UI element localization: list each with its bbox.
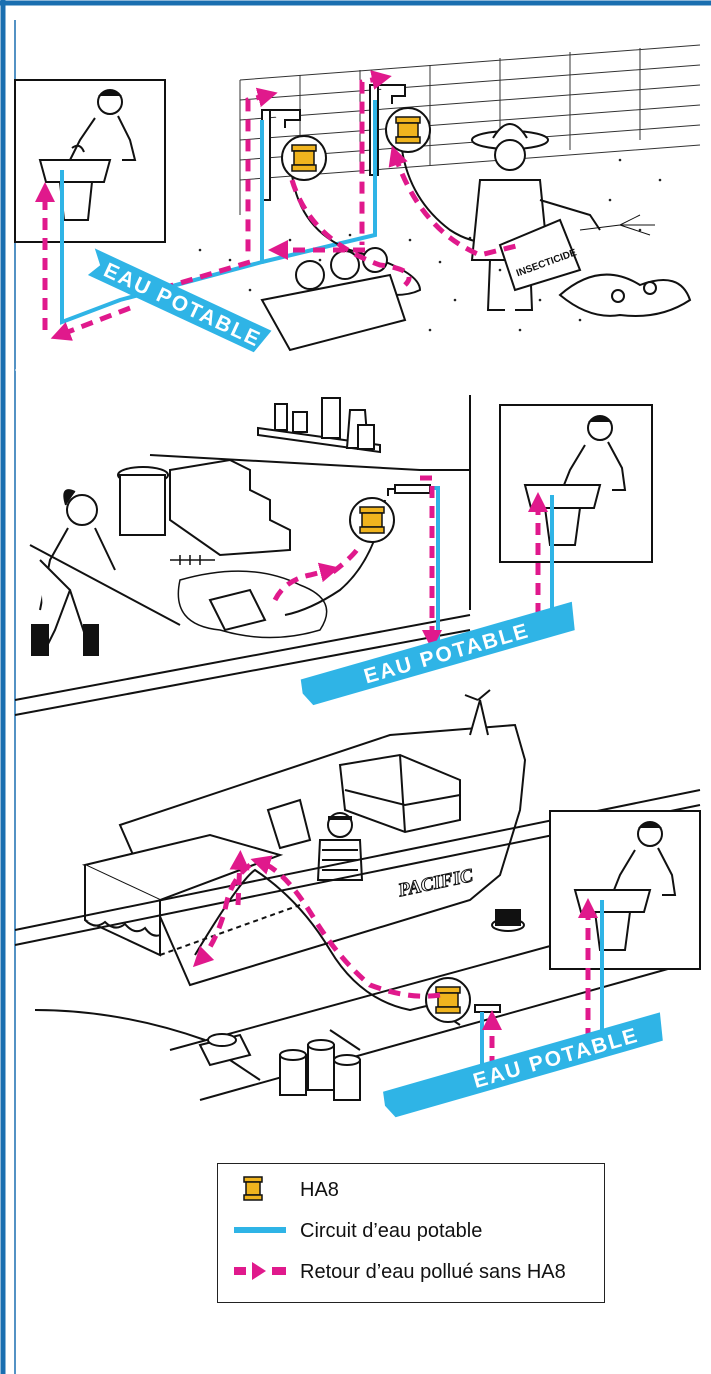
banner-label: EAU POTABLE bbox=[471, 1024, 642, 1093]
legend-item-polluted: Retour d’eau pollué sans HA8 bbox=[218, 1256, 604, 1286]
legend-label: Circuit d’eau potable bbox=[300, 1220, 482, 1243]
ha8-valve-icon bbox=[350, 498, 394, 542]
banner-label: EAU POTABLE bbox=[100, 259, 265, 352]
legend-label: Retour d’eau pollué sans HA8 bbox=[300, 1261, 566, 1284]
fish-bone bbox=[170, 555, 215, 565]
tap-street bbox=[388, 485, 430, 496]
shelf-bottles bbox=[258, 398, 380, 452]
flower-bottom-right bbox=[560, 275, 690, 316]
scene-port: PACIFIC bbox=[15, 690, 700, 1119]
ha8-valve-icon bbox=[282, 136, 326, 180]
trash-bin bbox=[118, 467, 168, 535]
ha8-valve-icon bbox=[426, 978, 470, 1022]
brick-wall bbox=[240, 45, 700, 215]
legend-item-ha8: HA8 bbox=[218, 1174, 604, 1204]
eau-potable-banner-3: EAU POTABLE bbox=[381, 1012, 667, 1119]
pink-dashed-arrow-icon bbox=[234, 1256, 286, 1286]
legend: HA8 Circuit d’eau potable Retour d’eau p… bbox=[217, 1163, 605, 1303]
scene-garden: INSECTICIDE EAU POTABLE bbox=[15, 45, 700, 355]
bollard-2 bbox=[200, 1034, 250, 1065]
sink-panel-3 bbox=[550, 811, 700, 969]
water-puddle bbox=[178, 571, 326, 637]
tap-port bbox=[475, 1005, 500, 1012]
ha8-valve-icon bbox=[234, 1174, 286, 1204]
polluted-return-2 bbox=[275, 478, 538, 640]
stairs bbox=[170, 460, 290, 555]
ha8-valve-icon bbox=[386, 108, 430, 152]
blue-line-icon bbox=[234, 1215, 286, 1245]
sink-panel-2 bbox=[500, 405, 652, 562]
bollard-1 bbox=[492, 910, 524, 931]
sink-panel-1 bbox=[15, 80, 165, 242]
scene-street: EAU POTABLE bbox=[15, 370, 711, 715]
legend-item-potable: Circuit d’eau potable bbox=[218, 1215, 604, 1245]
legend-label: HA8 bbox=[300, 1179, 339, 1202]
oil-barrels bbox=[280, 1040, 360, 1100]
